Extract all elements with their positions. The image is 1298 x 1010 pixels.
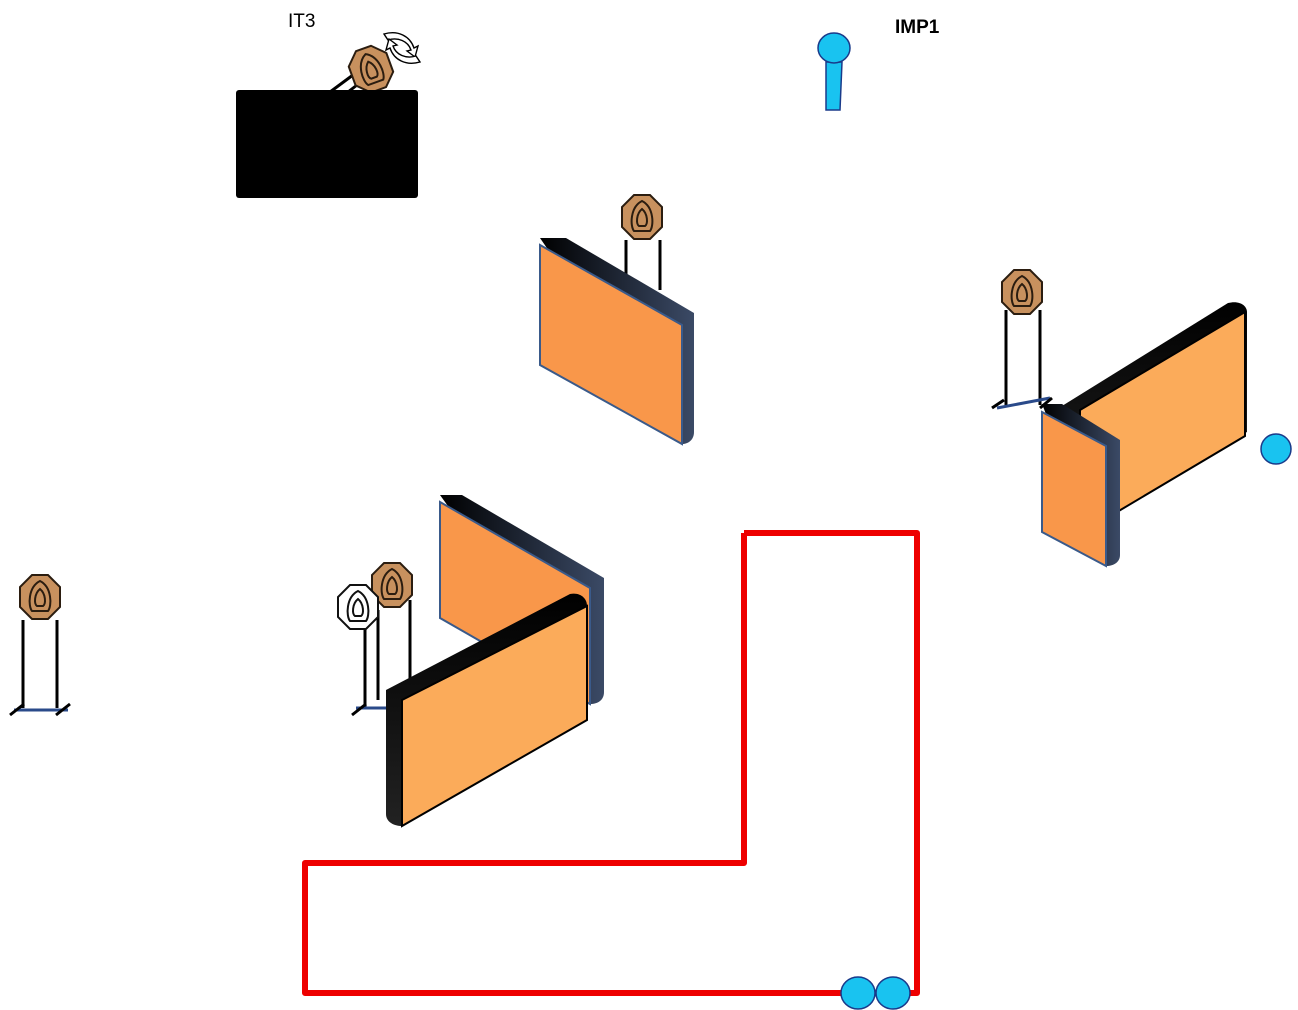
octagon-target-icon xyxy=(621,194,663,240)
imp1-label: IMP1 xyxy=(895,17,940,38)
it3-label: IT3 xyxy=(288,11,315,32)
black-barricade xyxy=(236,90,418,198)
no-shoot-target-icon xyxy=(337,584,379,630)
rotate-arrows-icon xyxy=(382,32,422,64)
center-wall xyxy=(539,238,694,446)
lower-left-wall-front xyxy=(386,593,588,828)
right-wall-front xyxy=(1041,404,1120,568)
popper-icon xyxy=(817,32,851,111)
right-stand-target xyxy=(991,269,1053,410)
swinging-target xyxy=(329,32,422,98)
octagon-target-icon xyxy=(19,574,61,620)
octagon-target-icon xyxy=(1001,269,1043,315)
foot-marker-icon xyxy=(840,976,911,1010)
left-stand-target xyxy=(9,574,71,717)
popper-marker xyxy=(1260,433,1292,465)
fault-line xyxy=(302,530,920,996)
